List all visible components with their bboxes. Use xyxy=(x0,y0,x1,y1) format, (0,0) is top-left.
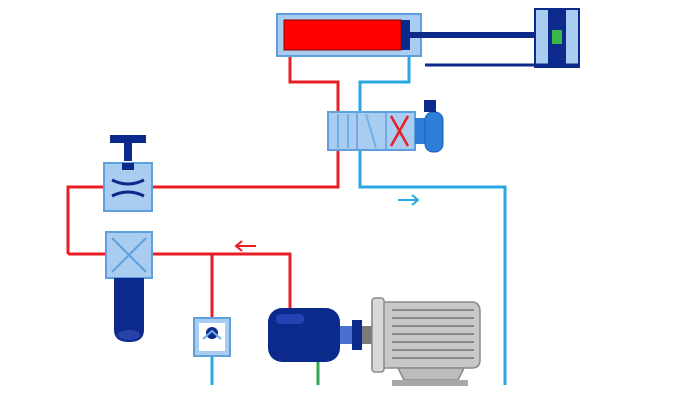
relief-valve xyxy=(105,231,153,279)
cylinder-chamber xyxy=(283,19,402,51)
solenoid-actuator xyxy=(415,100,444,153)
throttle-valve xyxy=(103,135,153,212)
cylinder-load xyxy=(425,8,580,68)
return-lines xyxy=(210,50,507,385)
flow-arrow-pressure xyxy=(234,240,256,252)
accumulator xyxy=(114,278,144,342)
cylinder-rod xyxy=(410,32,543,38)
pressure-line-main xyxy=(68,252,292,312)
hydraulic-pump xyxy=(268,308,340,362)
directional-control-valve xyxy=(327,111,416,151)
hydraulic-cylinder xyxy=(276,13,543,57)
flow-arrow-return xyxy=(398,194,420,206)
pressure-line-valve-inlet xyxy=(66,150,340,254)
return-line-tank xyxy=(358,150,507,385)
cylinder-piston xyxy=(401,20,410,50)
pressure-line-cylinder-cap xyxy=(288,50,340,112)
return-line-cylinder-rod xyxy=(358,50,411,112)
shaft-coupling xyxy=(340,320,372,350)
electric-motor xyxy=(371,297,481,386)
check-valve xyxy=(193,317,231,357)
